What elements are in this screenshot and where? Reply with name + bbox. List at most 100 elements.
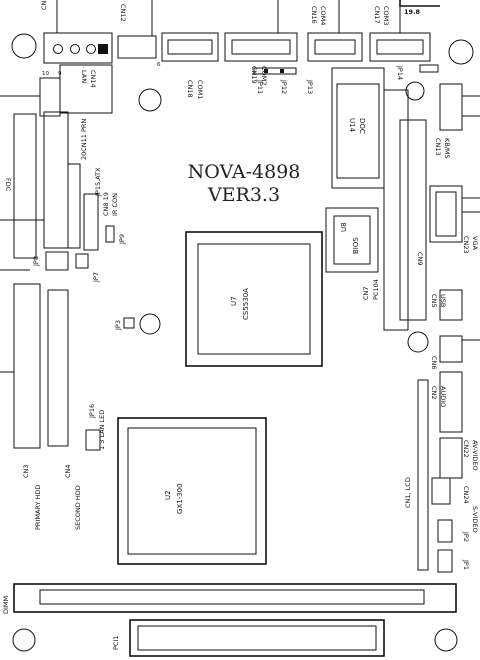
mounting-hole [139,313,161,335]
cn12-pin6: 6 [157,62,161,68]
pci1-label: PCI1 [112,635,120,650]
cn14-lan: LAN CN14 10 9 [39,64,113,117]
primary-hdd-label: PRIMARY HDD [34,485,42,530]
u2-gx1-300-cpu: U2 GX1-300 [117,417,267,565]
dimension-value: 19.8 [404,8,421,16]
jp9-jumper: JP9 [105,225,126,245]
jp14-label: JP14 [396,65,404,80]
cn20-label: CN20 [40,0,48,10]
fdc-connector: FDC [4,113,37,259]
lan-led-label: 1 3 LAN LED [98,410,106,450]
u14-part: DOC [358,118,366,134]
cn16-label: CN16 [310,6,318,24]
cn1-lcd-header: CN1, LCD [404,379,429,571]
cn24-s-video: CN24 S-VIDEO JP2 JP1 [431,477,479,570]
cn5-label: CN5 [430,294,438,308]
u2-part: GX1-300 [176,483,184,514]
dimm-label: DIMM [2,596,10,614]
cn14-pin10: 10 [42,71,49,77]
jp3-jumper: JP3 [114,317,135,331]
cn11-printer-header: 20CN11 PRN [43,111,88,249]
jp1-label: JP1 [462,559,470,570]
cn13-kb-ms: CN13 KB/MS [434,83,463,159]
jp11-jp12-jp13-jumpers: JP11 JP12 JP13 [253,67,314,94]
cn3-primary-hdd: CN3 PRIMARY HDD [13,283,42,530]
jp9-label: JP9 [118,234,126,245]
jp14-jumper: JP14 [396,64,439,80]
mounting-hole-bottom-left [12,628,36,652]
cn8-label: CN8 19 [102,192,110,216]
kbms-label: KB/MS [443,138,451,159]
dimension-callout: 19.8 [399,0,440,16]
jp15-atx-jumper: JP15,ATX [94,167,102,197]
jp12-label: JP12 [280,79,288,94]
u8-ref: U8 [340,222,348,232]
u8-bios-socket: U8 BIOS [325,207,379,273]
jp11-label: JP11 [256,79,264,94]
com3-label: COM3 [382,6,390,25]
u2-ref: U2 [164,490,172,500]
mounting-hole [138,88,162,112]
mounting-hole [405,81,425,101]
cn1-label: CN1, LCD [404,477,412,508]
cn19-label: CN19 [250,66,258,84]
u7-part: CS5530A [242,288,250,320]
cn6-connector: CN6 [430,335,463,370]
cn18-label: CN18 [186,80,194,98]
jp3-label: JP3 [114,320,122,331]
cn7-label: CN7 [362,286,370,300]
cn23-vga: CN23 VGA [429,185,479,254]
pc104-label: PC104 [372,279,380,300]
jp1-jp2-jumpers [437,519,453,573]
cn14-pin9: 9 [58,71,62,77]
cn5-usb: CN5 USB [430,289,463,321]
cn4-label: CN4 [64,464,72,478]
usb-label: USB [439,294,447,307]
cn22-av-video: CN22 AV-VIDEO [439,437,479,479]
jp7-jp8-jumpers: JP8 JP7 [32,251,100,283]
second-hdd-label: SECOND HDD [74,485,82,530]
cn24-label: CN24 [462,486,470,504]
lan-label: LAN [80,70,88,83]
cn3-label: CN3 [22,464,30,478]
cn12-label: CN12 [119,4,127,22]
cn14-label: CN14 [89,70,97,88]
u14-doc-socket: U14 DOC [331,67,385,189]
mounting-hole-top-right [448,39,474,65]
cn9-pc104-header: CN9 CN7 PC104 [362,89,427,331]
cn23-label: CN23 [462,236,470,254]
cn16-com4: CN16 COM4 [307,6,363,62]
cn19-com2: CN19 COM2 [224,32,298,85]
cn2-label: CN2 [430,386,438,400]
jp7-label: JP7 [92,272,100,283]
jp16-lan-led: JP16 1 3 LAN LED [85,404,106,451]
com2-label: COM2 [260,66,268,85]
pci1-slot: PCI1 [112,619,385,657]
cn9-label: CN9 [416,252,424,266]
cn17-label: CN17 [373,6,381,24]
u7-cs5530a-chip: U7 CS5530A [185,231,323,367]
cn12-header: CN12 6 [117,4,161,68]
vga-label: VGA [471,236,479,250]
board-version: VER3.3 [207,184,280,206]
cn2-audio: CN2 AUDIO [430,371,463,433]
fdc-label: FDC [4,178,12,192]
ir-label: IR CON [111,193,119,216]
board-title: NOVA-4898 VER3.3 [188,161,301,206]
svideo-label: S-VIDEO [471,506,479,533]
cn8-ir-connector: CN8 19 IR CON [83,192,119,251]
cn22-label: CN22 [462,440,470,458]
cn18-com1: CN18 COM1 [161,32,219,99]
cn11-label: 20CN11 PRN [80,119,88,160]
dimm-slot: DIMM [2,583,457,614]
com4-label: COM4 [319,6,327,25]
u7-ref: U7 [230,296,238,306]
mounting-hole-top-left [11,33,37,59]
jp13-label: JP13 [306,79,314,94]
u8-part: BIOS [352,237,360,254]
cn6-label: CN6 [430,356,438,370]
cn20-power-connector: CN20 [40,0,113,64]
jp16-label: JP16 [88,404,96,419]
cn4-second-hdd: CN4 SECOND HDD [47,289,82,530]
